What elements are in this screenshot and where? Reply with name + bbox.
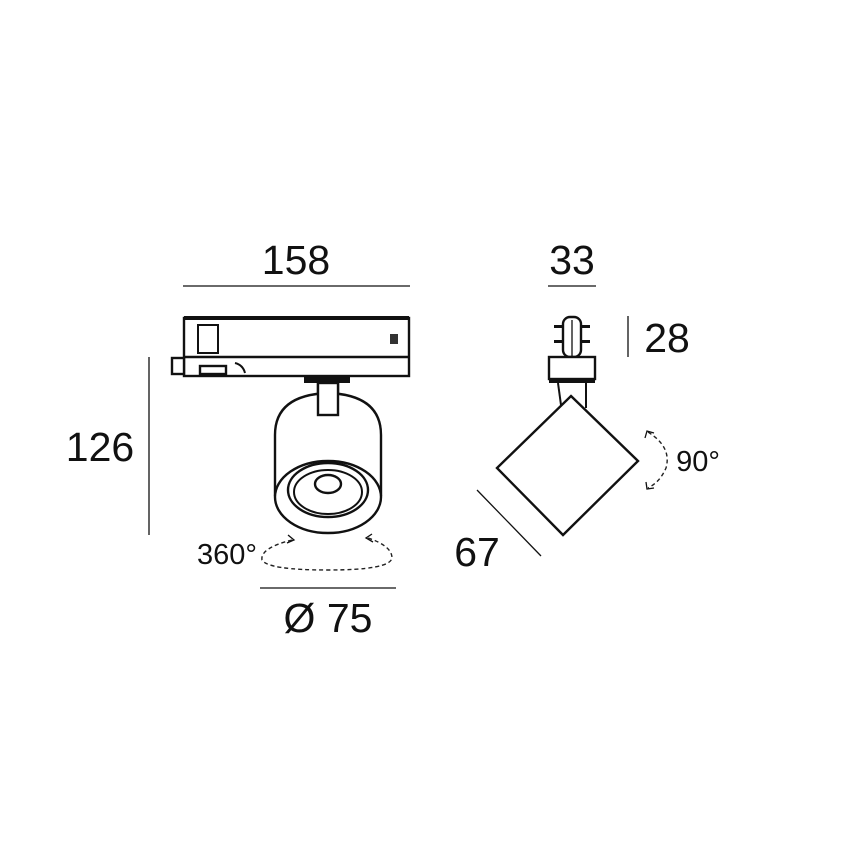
height-label: 126 <box>66 424 134 470</box>
adapter-height-label: 28 <box>644 315 690 361</box>
tilt-arrow-icon <box>647 431 668 489</box>
spotlight-head-front <box>273 381 383 535</box>
width-label: 158 <box>262 237 330 283</box>
spotlight-head-side <box>495 394 640 537</box>
side-view: 33 28 90° 67 <box>454 237 720 575</box>
head-length-dimension-line <box>476 489 542 557</box>
rotation-arrow-icon <box>261 537 393 571</box>
track-adapter <box>170 316 411 383</box>
rotation-label: 360° <box>197 539 257 571</box>
track-adapter-side <box>547 315 597 408</box>
head-length-label: 67 <box>454 529 500 575</box>
depth-label: 33 <box>549 237 595 283</box>
front-view: 158 126 360° Ø 75 <box>66 237 411 641</box>
diameter-label: Ø 75 <box>284 595 373 641</box>
tilt-label: 90° <box>676 446 720 478</box>
